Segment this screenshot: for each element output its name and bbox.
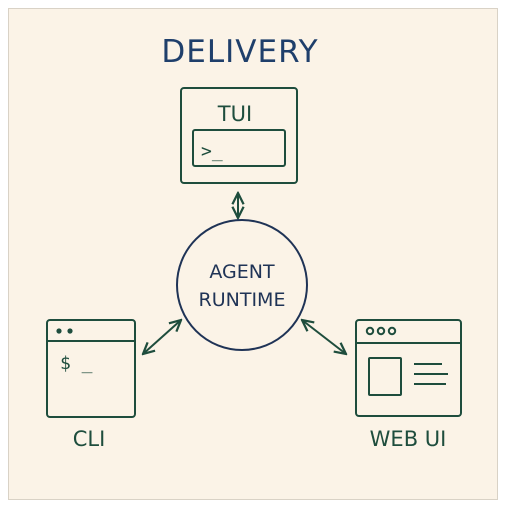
- tui-node: TUI >_: [180, 87, 298, 184]
- cli-node: $ _ CLI: [46, 319, 136, 451]
- cli-window: [46, 319, 136, 418]
- cli-label: CLI: [73, 427, 106, 451]
- web-ui-window: [355, 319, 462, 417]
- cli-window-dot-icon: [67, 328, 73, 334]
- web-ui-window-dot-icon: [376, 326, 386, 336]
- cli-window-dot-icon: [56, 328, 62, 334]
- tui-terminal-field: [192, 129, 286, 167]
- agent-runtime-label-line2: RUNTIME: [199, 289, 286, 311]
- web-ui-image-placeholder: [368, 357, 402, 396]
- diagram-title: DELIVERY: [161, 34, 318, 70]
- web-ui-node: WEB UI: [355, 319, 462, 451]
- agent-runtime-label-line1: AGENT: [209, 261, 275, 283]
- web-ui-runtime-arrow: [302, 320, 346, 354]
- tui-prompt: >_: [201, 141, 223, 162]
- tui-window: [180, 87, 298, 184]
- cli-runtime-arrow: [143, 320, 181, 354]
- agent-runtime-node: AGENT RUNTIME: [176, 219, 308, 351]
- cli-prompt: $ _: [60, 353, 93, 374]
- web-ui-window-dot-icon: [365, 326, 375, 336]
- tui-label: TUI: [217, 102, 252, 126]
- web-ui-label: WEB UI: [370, 427, 447, 451]
- agent-runtime-circle: [176, 219, 308, 351]
- web-ui-window-dot-icon: [387, 326, 397, 336]
